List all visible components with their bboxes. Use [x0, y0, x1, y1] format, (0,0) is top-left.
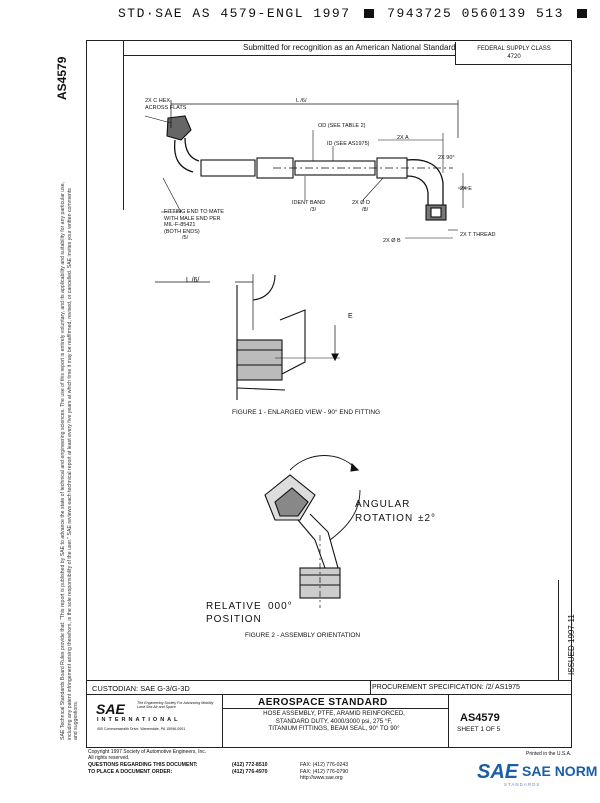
stream-title: STD·SAE AS 4579-ENGL 1997	[118, 6, 351, 21]
document-title: HOSE ASSEMBLY, PTFE, ARAMID REINFORCED, …	[225, 710, 443, 733]
across-flats: ACROSS FLATS	[145, 104, 187, 111]
ident-band-ref: /3/	[310, 206, 317, 213]
watermark-name: SAE NORM	[522, 763, 598, 779]
contact-phones: (412) 772-8510 (412) 776-4970	[232, 762, 267, 775]
sae-international: INTERNATIONAL	[97, 717, 181, 723]
od-label: OD (SEE TABLE 2)	[318, 123, 366, 129]
doc-id-strip	[86, 40, 124, 210]
stream-block	[363, 9, 374, 18]
enlarged-length-label: L /6/	[186, 277, 200, 284]
category-rule	[222, 708, 448, 709]
figure1-hose-drawing	[144, 100, 468, 239]
page-frame	[86, 40, 572, 748]
figure1-caption: FIGURE 1 - ENLARGED VIEW - 90° END FITTI…	[232, 409, 381, 416]
title-line3: TITANIUM FITTINGS, BEAM SEAL, 90° TO 90°	[268, 725, 400, 732]
position-label: POSITION	[206, 614, 262, 625]
tolerance-label: ±2°	[418, 513, 437, 524]
angle-90-label: 2X 90°	[438, 155, 455, 161]
sae-tagline: The Engineering Society For Advancing Mo…	[137, 701, 214, 709]
hex-size: 2X C HEX	[145, 98, 171, 104]
category-title: AEROSPACE STANDARD	[258, 697, 388, 708]
dim-d-label: 2X Ø D /8/	[352, 200, 370, 213]
footer-divider	[370, 680, 371, 694]
rights-line: All rights reserved.	[88, 755, 130, 761]
figure2-drawing	[264, 455, 361, 608]
figure1-enlarged-view	[155, 274, 340, 400]
copyright-line: Copyright 1997 Society of Automotive Eng…	[88, 749, 207, 755]
procurement-spec: PROCUREMENT SPECIFICATION: /2/ AS1975	[372, 684, 520, 691]
federal-supply-class-box: FEDERAL SUPPLY CLASS 4720	[455, 42, 572, 65]
issued-date: ISSUED 1997-11	[567, 614, 576, 675]
sheet-count: SHEET 1 OF 5	[457, 726, 501, 733]
footer-second-rule	[86, 694, 572, 695]
angular-label: ANGULAR	[355, 499, 411, 510]
fsc-code: 4720	[507, 54, 521, 60]
contact-fax: FAX: (412) 776-0243 FAX: (412) 776-0790 …	[300, 762, 348, 782]
questions-label: QUESTIONS REGARDING THIS DOCUMENT:	[88, 762, 198, 768]
sae-logo: SAE	[96, 701, 125, 717]
banner-rule	[123, 55, 455, 56]
stream-code: 7943725 0560139 513	[387, 6, 564, 21]
relative-value: 000°	[268, 601, 293, 612]
footer-divider	[448, 694, 449, 748]
doc-id-vertical: AS4579	[55, 56, 69, 100]
stream-block	[577, 9, 588, 18]
issued-rule	[558, 580, 559, 680]
watermark-mark: SAE	[477, 761, 519, 783]
sae-address: 400 Commonwealth Drive, Warrendale, PA 1…	[97, 727, 186, 731]
footer-top-rule	[86, 680, 572, 681]
fitting-end-line3: MIL-F-85421	[164, 222, 196, 228]
copyright: Copyright 1997 Society of Automotive Eng…	[88, 749, 206, 761]
fax-line1: FAX: (412) 776-0243	[300, 762, 349, 768]
dim-a-label: 2X A	[397, 135, 409, 141]
order-label: TO PLACE A DOCUMENT ORDER:	[88, 768, 173, 775]
ident-band-label: IDENT BAND /3/	[292, 200, 325, 213]
document-stream-line: STD·SAE AS 4579-ENGL 1997 7943725 056013…	[118, 6, 591, 21]
hex-label: 2X C HEX ACROSS FLATS	[145, 98, 186, 111]
watermark-logo: SAE SAE NORM	[477, 761, 597, 784]
contact-labels: QUESTIONS REGARDING THIS DOCUMENT: TO PL…	[88, 762, 198, 775]
fax-line3: http://www.sae.org	[300, 775, 343, 781]
fsc-label: FEDERAL SUPPLY CLASS	[477, 46, 551, 52]
dim-d-text: 2X Ø D	[352, 200, 371, 206]
custodian: CUSTODIAN: SAE G-3/G-3D	[92, 684, 190, 693]
printed-in: Printed in the U.S.A.	[526, 751, 572, 757]
dim-e-label: 2X E	[460, 186, 472, 192]
dim-d-ref: /8/	[362, 206, 369, 213]
rotation-label: ROTATION	[355, 513, 414, 524]
fitting-end-line4: (BOTH ENDS)	[164, 228, 200, 235]
thread-label: 2X T THREAD	[460, 232, 496, 238]
fitting-end-line1: FITTING END TO MATE	[164, 209, 224, 215]
id-label: ID (SEE AS1975)	[327, 141, 370, 147]
length-label: L /6/	[296, 98, 307, 104]
fitting-end-ref: /5/	[182, 235, 189, 241]
ident-band-text: IDENT BAND	[292, 200, 326, 206]
submitted-notice: Submitted for recognition as an American…	[243, 43, 456, 52]
fitting-end-note: FITTING END TO MATE WITH MALE END PER MI…	[164, 209, 224, 242]
phone-orders: (412) 776-4970	[232, 768, 268, 775]
sae-notice: SAE Technical Standards Board Rules prov…	[60, 181, 79, 740]
relative-label: RELATIVE	[206, 601, 262, 612]
phone-questions: (412) 772-8510	[232, 762, 268, 768]
title-line2: STANDARD DUTY, 4000/3000 psi, 275 °F,	[275, 717, 393, 725]
watermark-sub: STANDARDS	[504, 782, 541, 787]
dim-b-label: 2X Ø B	[383, 238, 401, 244]
fax-line2: FAX: (412) 776-0790	[300, 768, 349, 775]
enlarged-e-label: E	[348, 313, 353, 320]
title-line1: HOSE ASSEMBLY, PTFE, ARAMID REINFORCED,	[263, 710, 405, 717]
document-number: AS4579	[460, 712, 500, 724]
footer-divider	[222, 694, 223, 748]
figure2-caption: FIGURE 2 - ASSEMBLY ORIENTATION	[245, 632, 361, 639]
fitting-end-line2: WITH MALE END PER	[164, 215, 221, 222]
